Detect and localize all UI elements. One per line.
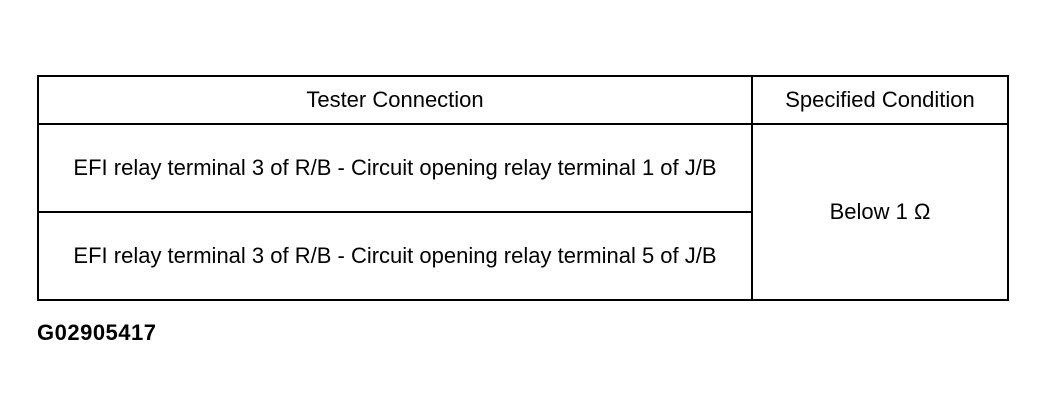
- header-specified-condition: Specified Condition: [751, 75, 1009, 125]
- table-row: EFI relay terminal 3 of R/B - Circuit op…: [37, 211, 1008, 301]
- spec-table: Tester Connection Specified Condition EF…: [37, 75, 1009, 301]
- header-tester-connection: Tester Connection: [37, 75, 753, 125]
- figure-id: G02905417: [37, 320, 157, 345]
- cell-tester-connection: EFI relay terminal 3 of R/B - Circuit op…: [37, 123, 753, 213]
- table-header-row: Tester Connection Specified Condition: [37, 75, 1009, 125]
- table-row: EFI relay terminal 3 of R/B - Circuit op…: [37, 123, 1009, 301]
- cell-tester-connection: EFI relay terminal 3 of R/B - Circuit op…: [37, 211, 753, 301]
- cell-specified-condition: Below 1 Ω: [751, 123, 1009, 301]
